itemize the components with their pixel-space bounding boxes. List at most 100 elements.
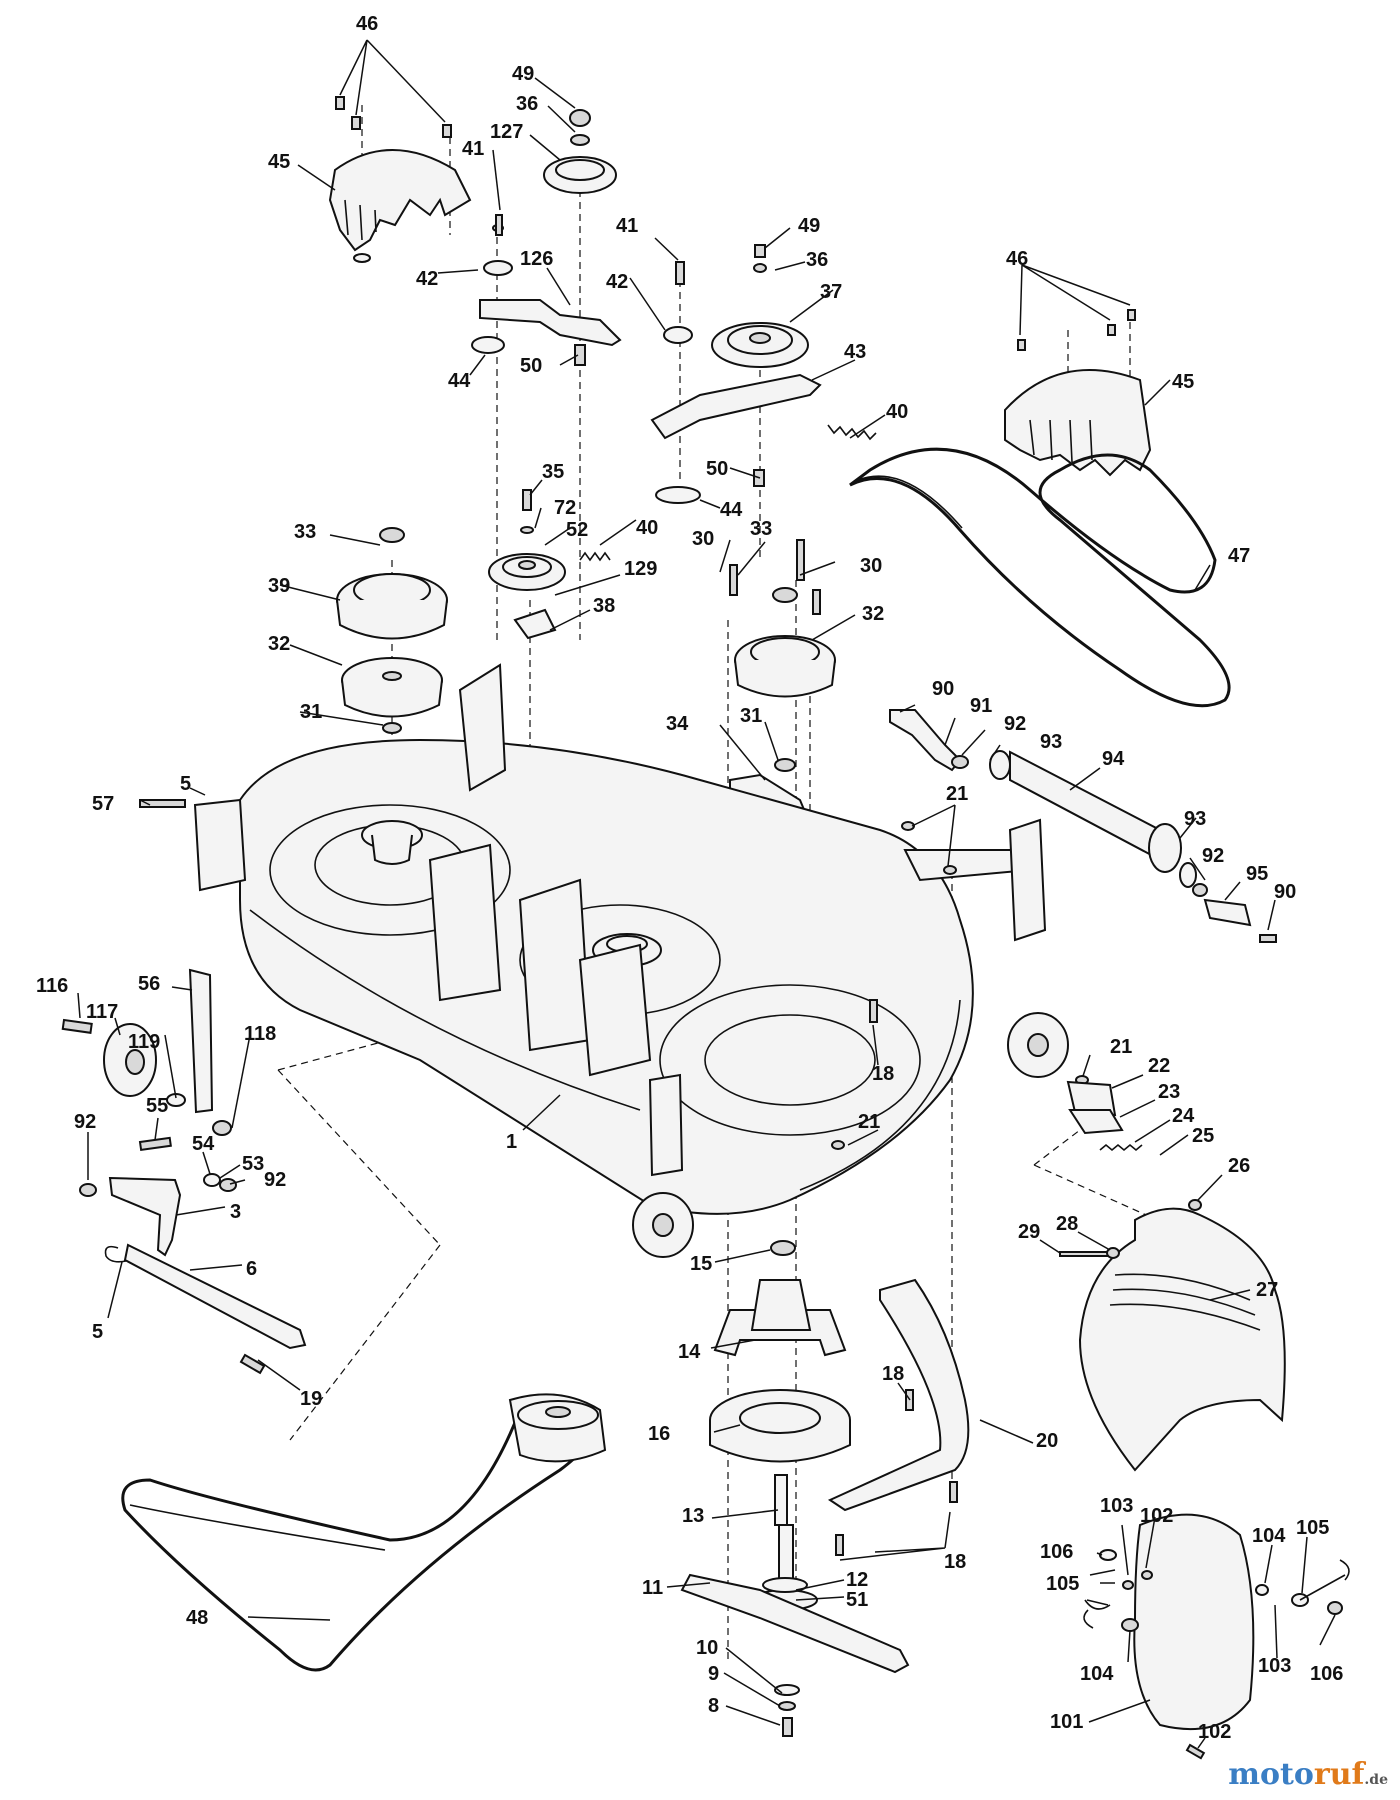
callout-90: 90	[932, 678, 954, 700]
callout-40: 40	[886, 401, 908, 423]
callout-41b: 41	[616, 215, 638, 237]
callout-33: 33	[294, 521, 316, 543]
callout-5: 5	[180, 773, 191, 795]
callout-21b: 21	[1110, 1036, 1132, 1058]
callout-30b: 30	[860, 555, 882, 577]
callout-24: 24	[1172, 1105, 1195, 1127]
callout-16: 16	[648, 1423, 670, 1445]
callout-46: 46	[356, 13, 378, 35]
callout-49: 49	[512, 63, 534, 85]
callout-18c: 18	[944, 1551, 966, 1573]
callout-27: 27	[1256, 1279, 1278, 1301]
callout-119: 119	[128, 1031, 160, 1053]
callout-6: 6	[246, 1258, 257, 1280]
idler-arm-126	[471, 214, 622, 366]
idler-pulley-52	[488, 489, 611, 640]
callout-32: 32	[268, 633, 290, 655]
callout-102: 102	[1140, 1505, 1173, 1527]
spindle-pulley-stack-left	[336, 527, 448, 734]
callout-37: 37	[820, 281, 842, 303]
callout-54: 54	[192, 1133, 215, 1155]
callout-42: 42	[416, 268, 438, 290]
callout-21: 21	[946, 783, 968, 805]
callout-49b: 49	[798, 215, 820, 237]
callout-92b: 92	[1202, 845, 1224, 867]
watermark-logo: motoruf.de	[1228, 1757, 1388, 1792]
callout-38: 38	[593, 595, 615, 617]
callout-40b: 40	[636, 517, 658, 539]
callout-39: 39	[268, 575, 290, 597]
callout-95: 95	[1246, 863, 1268, 885]
anti-scalp-roller	[889, 709, 1277, 943]
callout-12: 12	[846, 1569, 868, 1591]
callout-26: 26	[1228, 1155, 1250, 1177]
spring-40-upper	[827, 424, 877, 441]
callout-104: 104	[1252, 1525, 1286, 1547]
idler-arm-43	[650, 261, 822, 504]
gauge-wheel-left	[61, 799, 232, 1136]
callout-106: 106	[1040, 1541, 1073, 1563]
callout-31: 31	[300, 701, 322, 723]
callout-31b: 31	[740, 705, 762, 727]
callout-94: 94	[1102, 748, 1125, 770]
callout-116: 116	[36, 975, 68, 997]
callout-118: 118	[244, 1023, 276, 1045]
callout-1: 1	[506, 1131, 517, 1153]
callout-50: 50	[520, 355, 542, 377]
pulley-cover-left	[328, 149, 472, 263]
mulch-plug	[1083, 1513, 1350, 1760]
callout-44: 44	[448, 370, 471, 392]
callout-36: 36	[516, 93, 538, 115]
callout-44b: 44	[720, 499, 743, 521]
callout-10: 10	[696, 1637, 718, 1659]
callout-117: 117	[86, 1001, 118, 1023]
callout-103b: 103	[1258, 1655, 1291, 1677]
callout-56: 56	[138, 973, 160, 995]
callout-45b: 45	[1172, 371, 1194, 393]
callout-18: 18	[872, 1063, 894, 1085]
callout-106b: 106	[1310, 1663, 1343, 1685]
callout-20: 20	[1036, 1430, 1058, 1452]
callout-48: 48	[186, 1607, 208, 1629]
electric-clutch	[508, 1393, 607, 1463]
callout-23: 23	[1158, 1081, 1180, 1103]
callout-25: 25	[1192, 1125, 1214, 1147]
callout-41: 41	[462, 138, 484, 160]
callout-43: 43	[844, 341, 866, 363]
callout-47: 47	[1228, 545, 1250, 567]
callout-29: 29	[1018, 1221, 1040, 1243]
callout-28: 28	[1056, 1213, 1078, 1235]
callout-105: 105	[1046, 1573, 1079, 1595]
callout-126: 126	[520, 248, 553, 270]
callout-101: 101	[1050, 1711, 1083, 1733]
callout-57: 57	[92, 793, 114, 815]
pulley-cover-right	[1004, 309, 1152, 477]
callout-105b: 105	[1296, 1517, 1329, 1539]
idler-pulley-37	[711, 244, 809, 368]
callout-92: 92	[1004, 713, 1026, 735]
callout-34: 34	[666, 713, 689, 735]
callout-93: 93	[1040, 731, 1062, 753]
callout-35: 35	[542, 461, 564, 483]
callout-53: 53	[242, 1153, 264, 1175]
leader-lines	[77, 39, 1336, 1749]
callout-15: 15	[690, 1253, 712, 1275]
spindle-assembly	[680, 1240, 910, 1737]
callout-labels: 46 49 36 127 41 45 126 42 44 50 41 49 36…	[36, 13, 1343, 1743]
callout-36b: 36	[806, 249, 828, 271]
watermark-suffix: .de	[1364, 1772, 1388, 1788]
callout-3: 3	[230, 1201, 241, 1223]
callout-104b: 104	[1080, 1663, 1114, 1685]
callout-46b: 46	[1006, 248, 1028, 270]
callout-55: 55	[146, 1095, 168, 1117]
callout-42b: 42	[606, 271, 628, 293]
callout-11: 11	[642, 1577, 663, 1599]
callout-33b: 33	[750, 518, 772, 540]
callout-19: 19	[300, 1388, 322, 1410]
spindle-pulley-stack-right	[729, 539, 836, 772]
chute-hardware	[831, 821, 1202, 1211]
callout-51: 51	[846, 1589, 868, 1611]
callout-129: 129	[624, 558, 657, 580]
callout-127: 127	[490, 121, 523, 143]
